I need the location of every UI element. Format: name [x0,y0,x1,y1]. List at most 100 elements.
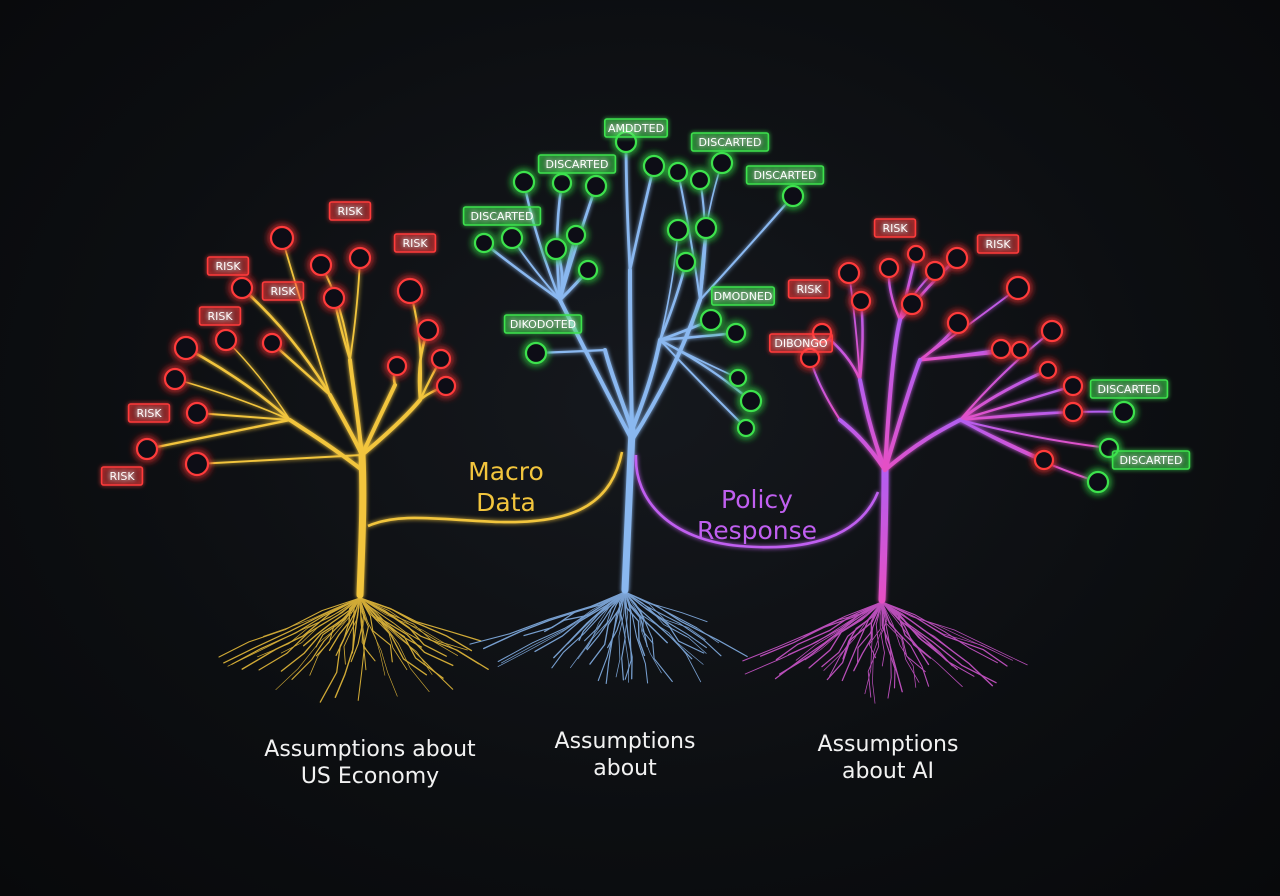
center-leaf-node [689,169,711,191]
economy-root [359,597,482,642]
center-tag-label: DIKODOTED [510,318,576,331]
economy-leaf-node [386,355,408,377]
center-root [624,591,662,674]
economy-tag: RISK [127,403,171,423]
ai-root [842,601,883,660]
economy-branch [196,454,363,465]
center-limb [630,298,702,442]
center-root [615,591,626,678]
economy-branch [281,237,331,396]
center-leaf-node [694,216,718,240]
ai-branch [858,299,864,382]
ai-leaf-node [906,244,926,264]
center-branch [698,194,795,302]
center-limb [628,268,634,432]
economy-root [351,597,361,654]
ai-leaf-node [1038,360,1058,380]
center-leaf-node [584,174,608,198]
center-root [585,591,626,650]
center-tag: DISCARTED [690,132,770,152]
economy-root [309,597,361,676]
ai-tag-label: DISCARTED [1120,454,1183,467]
center-tag: AMDDTED [603,118,668,138]
ai-branch [958,384,1075,422]
economy-trunk [356,451,367,599]
economy-tag-box [127,403,171,423]
economy-tag-box [261,281,305,301]
macro-data-label-line-1: Macro [468,457,544,486]
policy-response-label-line-2: Response [696,516,818,545]
center-leaf-node [565,224,587,246]
economy-tag-label: RISK [207,310,233,323]
ai-root [881,601,930,687]
economy-limb [288,418,364,472]
center-leaf-node [675,251,697,273]
ai-branch [959,419,1099,483]
economy-root [227,597,361,667]
economy-leaf-node [261,332,283,354]
economy-leaf-nodes [135,225,457,477]
connectors-layer [367,451,880,549]
ai-trunk [878,466,889,604]
ai-leaf-node [900,292,924,316]
ai-leaf-node [924,260,946,282]
center-leaf-nodes [473,130,805,438]
center-leaf-node [524,341,548,365]
economy-tree-label: Assumptions about US Economy [250,736,490,790]
ai-root [881,601,997,684]
ai-root [880,601,888,667]
center-root [624,591,633,680]
center-tag: DISCARTED [537,154,617,174]
economy-root [359,597,393,663]
center-root [624,591,708,623]
ai-discarded-node [1086,470,1110,494]
center-leaf-node [781,184,805,208]
ai-branch [958,368,1050,422]
center-branch [628,164,656,272]
center-limb [630,338,662,432]
policy-response-connector [634,454,880,549]
center-leaf-node [710,151,734,175]
ai-tag: RISK [787,279,831,299]
economy-tag-label: RISK [215,260,241,273]
economy-root [359,597,367,671]
ai-root [881,601,975,677]
ai-leaf-node [1040,319,1064,343]
economy-root [359,597,468,651]
economy-limb [348,358,364,457]
center-tag-box [690,132,770,152]
economy-branch [145,418,292,451]
center-root [620,591,626,681]
ai-branch [959,410,1125,421]
ai-leaf-nodes [799,244,1084,471]
economy-leaf-node [416,318,440,342]
ai-branch [958,329,1054,422]
center-tag-box [503,314,583,334]
ai-limb [883,418,962,472]
center-tag-box [537,154,617,174]
center-tag-label: DISCARTED [546,158,609,171]
economy-limb [328,393,364,457]
economy-leaf-node [135,437,159,461]
center-root [586,591,626,651]
economy-root [359,597,419,640]
macro-data-label-line-2: Data [476,488,536,517]
economy-tag: RISK [198,306,242,326]
economy-tag: RISK [261,281,305,301]
economy-root [263,597,361,637]
center-leaf-node [642,154,666,178]
center-root [624,591,646,657]
ai-branch [808,356,842,422]
economy-tag-box [393,233,437,253]
ai-limb [838,418,887,472]
economy-tag-box [198,306,242,326]
center-leaf-node [739,389,763,413]
economy-branch [349,257,361,361]
economy-tag-label: RISK [270,285,296,298]
ai-root [881,601,994,687]
ai-root [853,601,883,672]
center-leaf-node [667,161,689,183]
economy-leaf-node [173,335,199,361]
